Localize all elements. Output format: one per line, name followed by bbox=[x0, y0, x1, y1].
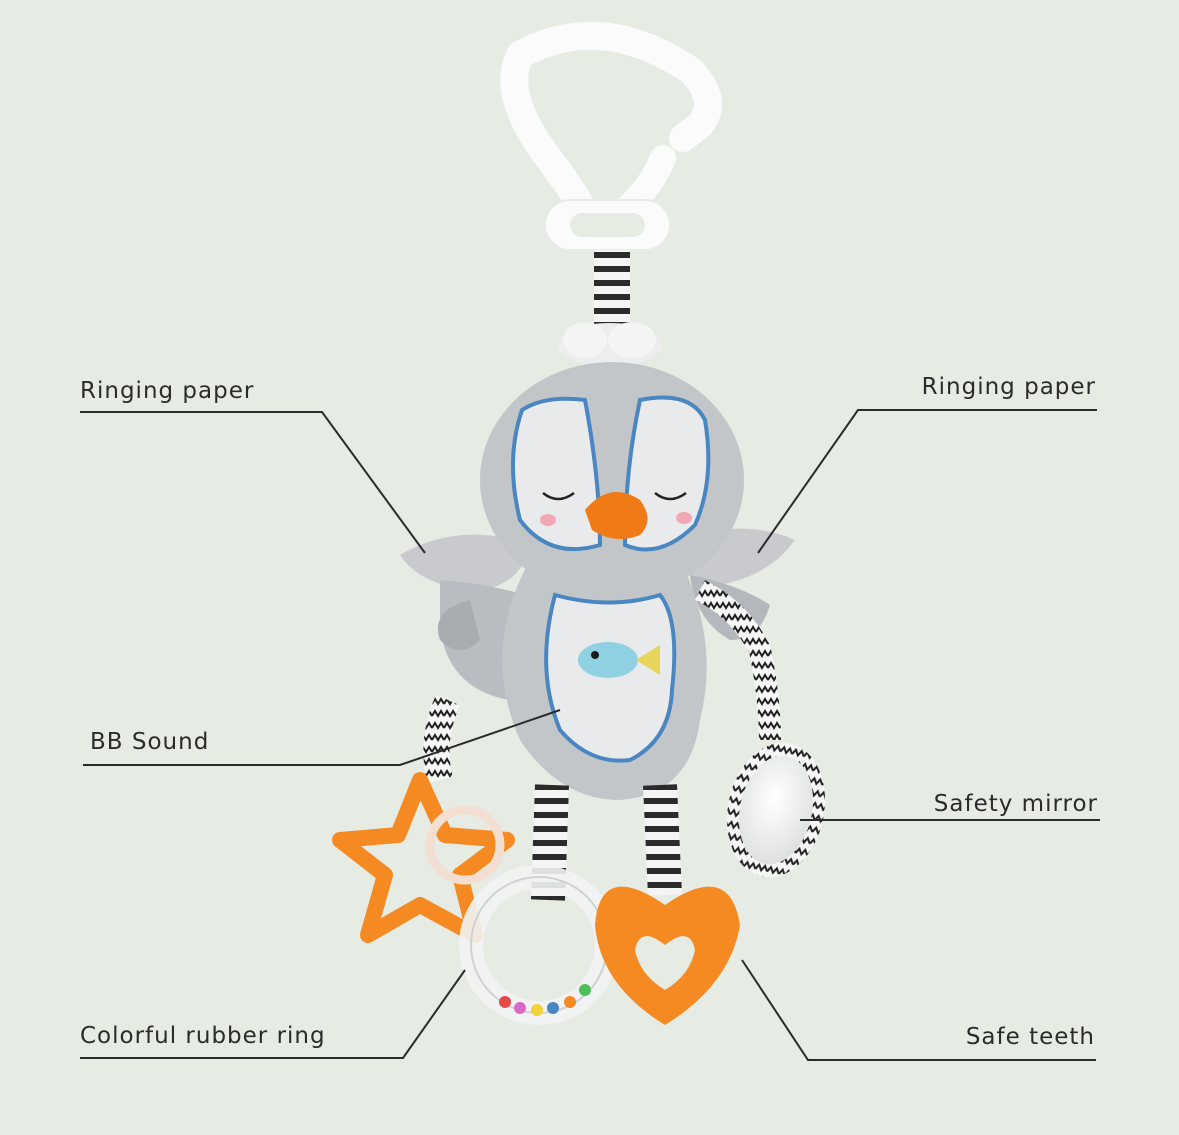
right-eye-icon bbox=[654, 491, 687, 501]
left-ribbon bbox=[423, 694, 460, 784]
head-tuft bbox=[558, 322, 662, 367]
heart-teether bbox=[595, 886, 740, 1025]
label-safety-mirror: Safety mirror bbox=[933, 791, 1098, 817]
label-bb-sound: BB Sound bbox=[90, 729, 210, 755]
plastic-clip bbox=[500, 21, 722, 251]
star-teether bbox=[332, 772, 515, 943]
left-eye-icon bbox=[542, 491, 575, 501]
label-ringing-paper-right: Ringing paper bbox=[921, 374, 1096, 400]
right-ribbon bbox=[694, 580, 781, 741]
label-safe-teeth: Safe teeth bbox=[965, 1024, 1095, 1050]
safety-mirror bbox=[726, 742, 826, 878]
penguin-head bbox=[480, 362, 744, 598]
beak bbox=[585, 492, 648, 539]
right-leg bbox=[643, 784, 682, 896]
fabric-strap bbox=[594, 250, 630, 330]
label-ringing-paper-left: Ringing paper bbox=[80, 378, 255, 404]
label-colorful-rubber-ring: Colorful rubber ring bbox=[80, 1023, 326, 1049]
fish-icon bbox=[578, 642, 660, 678]
